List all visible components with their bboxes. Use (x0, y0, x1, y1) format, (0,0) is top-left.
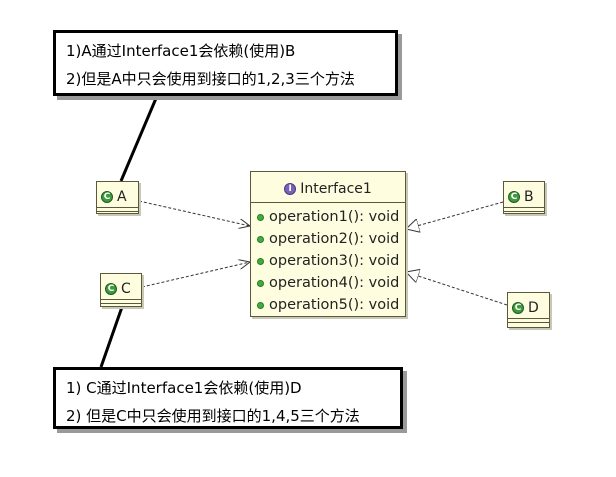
method-operation2[interactable]: operation2(): void (257, 228, 405, 250)
class-b[interactable]: C B (503, 181, 545, 214)
realization-d-interface (406, 272, 508, 306)
note-a[interactable]: 1)A通过Interface1会依赖(使用)B 2)但是A中只会使用到接口的1,… (53, 30, 398, 96)
public-method-icon (257, 301, 264, 309)
method-operation1[interactable]: operation1(): void (257, 206, 405, 228)
realization-b-interface (406, 201, 504, 229)
note-c[interactable]: 1) C通过Interface1会依赖(使用)D 2) 但是C中只会使用到接口的… (53, 367, 403, 429)
class-c-divider (101, 299, 141, 303)
method-operation4[interactable]: operation4(): void (257, 272, 405, 294)
note-anchor-a (119, 95, 159, 182)
note-c-line-2: 2) 但是C中只会使用到接口的1,4,5三个方法 (66, 407, 360, 425)
class-c-divider-2 (101, 303, 141, 304)
note-anchor-c (99, 306, 124, 368)
class-c-header: C C (101, 274, 141, 299)
method-operation3[interactable]: operation3(): void (257, 250, 405, 272)
method-label: operation3(): void (269, 253, 400, 269)
class-b-name: B (524, 188, 534, 205)
method-label: operation5(): void (269, 297, 400, 313)
class-d-name: D (528, 299, 539, 316)
interface-header: I Interface1 (251, 172, 405, 202)
class-c-name: C (121, 280, 131, 297)
class-a[interactable]: C A (96, 181, 139, 214)
method-label: operation4(): void (269, 275, 400, 291)
interface-icon: I (284, 182, 297, 195)
class-icon: C (101, 190, 113, 203)
public-method-icon (257, 235, 264, 243)
class-d[interactable]: C D (507, 292, 550, 328)
class-a-header: C A (97, 182, 138, 207)
class-c[interactable]: C C (100, 273, 142, 307)
class-d-divider (508, 318, 549, 322)
method-label: operation1(): void (269, 209, 400, 225)
public-method-icon (257, 257, 264, 265)
method-label: operation2(): void (269, 231, 400, 247)
class-a-divider (97, 207, 138, 211)
method-list: operation1(): void operation2(): void op… (251, 202, 405, 316)
class-d-header: C D (508, 293, 549, 318)
public-method-icon (257, 213, 264, 221)
class-icon: C (512, 301, 524, 314)
method-operation5[interactable]: operation5(): void (257, 294, 405, 316)
public-method-icon (257, 279, 264, 287)
note-c-line-1: 1) C通过Interface1会依赖(使用)D (66, 379, 302, 397)
dependency-a-interface (138, 200, 250, 226)
class-b-divider-2 (504, 211, 544, 212)
note-a-line-1: 1)A通过Interface1会依赖(使用)B (66, 42, 296, 60)
class-b-divider (504, 207, 544, 211)
dependency-c-interface (141, 262, 250, 288)
note-a-line-2: 2)但是A中只会使用到接口的1,2,3三个方法 (66, 70, 355, 88)
class-a-name: A (117, 188, 127, 205)
class-d-divider-2 (508, 322, 549, 323)
class-icon: C (508, 190, 520, 203)
interface-interface1[interactable]: I Interface1 operation1(): void operatio… (250, 171, 406, 317)
class-a-divider-2 (97, 211, 138, 212)
interface-name: Interface1 (300, 180, 372, 197)
class-icon: C (105, 282, 117, 295)
class-b-header: C B (504, 182, 544, 207)
